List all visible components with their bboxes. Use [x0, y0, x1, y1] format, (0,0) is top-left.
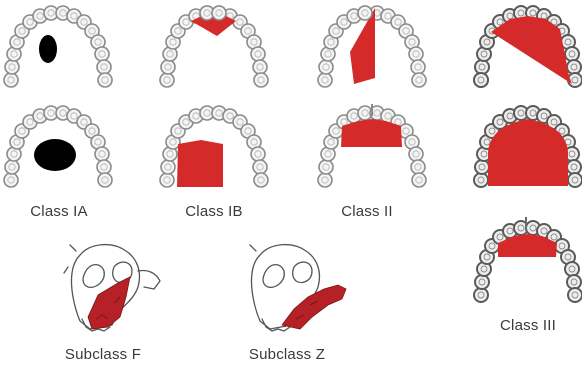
large-perforation-shape [34, 139, 76, 171]
class-ii-diagram [318, 6, 426, 187]
class-ib-arch-bottom [160, 106, 268, 187]
class-ib-label: Class IB [185, 203, 242, 220]
class-iii-diagram [474, 6, 582, 302]
subclass-z-label: Subclass Z [249, 346, 325, 363]
class-ia-arch-top [4, 6, 112, 87]
class-iii-arch-2 [474, 106, 582, 187]
class-ii-arch-bottom [318, 104, 426, 187]
class-ib-diagram [160, 6, 268, 187]
subclass-f-skull [64, 245, 160, 331]
anterior-lateral-defect-shape [177, 140, 223, 187]
class-iii-arch-3 [474, 217, 582, 302]
subclass-f-defect-shape [88, 277, 130, 329]
class-ii-label: Class II [341, 203, 393, 220]
subclass-z-defect-shape [282, 285, 346, 329]
class-ia-label: Class IA [30, 203, 87, 220]
class-iii-arch-1 [474, 6, 582, 87]
subclass-f-label: Subclass F [65, 346, 141, 363]
class-iii-label: Class III [500, 317, 556, 334]
subclass-z-skull [250, 245, 346, 331]
class-ib-arch-top [160, 6, 268, 87]
class-ia-diagram [4, 6, 112, 187]
small-perforation-shape [39, 35, 57, 63]
class-ii-arch-top [318, 6, 426, 87]
class-ia-arch-bottom [4, 106, 112, 187]
